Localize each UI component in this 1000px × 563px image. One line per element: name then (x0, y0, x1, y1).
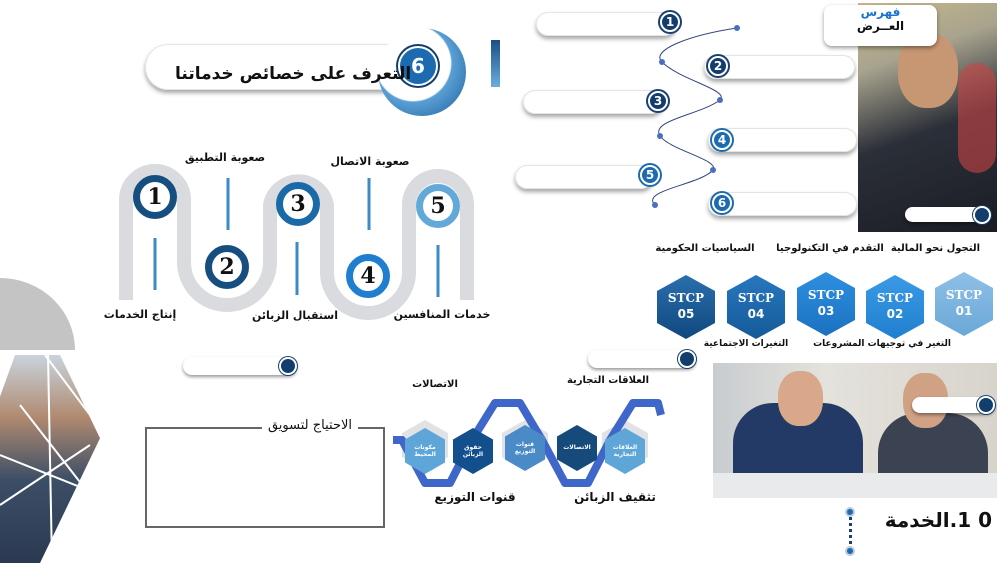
step-1: 1 (133, 175, 177, 219)
stcp-prefix: STCP (667, 291, 705, 306)
chain-hex-communications: الاتصالات (557, 425, 597, 471)
label-communication-difficulty: صعوبة الاتصال (330, 155, 410, 168)
slider-knob[interactable] (975, 207, 989, 222)
stcp-number: 02 (886, 307, 904, 321)
slider-knob[interactable] (680, 352, 694, 366)
stcp-top-label-2: التقدم في التكنولوجيا (776, 243, 884, 254)
step-3: 3 (276, 182, 320, 226)
label-application-difficulty: صعوبة التطبيق (184, 151, 266, 164)
stcp-prefix: STCP (876, 291, 914, 306)
index-number-1: 1 (660, 12, 680, 32)
marketing-title: الاحتياج لتسويق (261, 418, 359, 433)
title-pill (145, 44, 415, 90)
stcp-number: 05 (677, 307, 695, 321)
photo-slider[interactable] (905, 207, 991, 222)
stcp-number: 01 (955, 304, 973, 318)
chain-hex-trade-relations: العلاقات التجارية (605, 428, 645, 474)
business-meeting-photo (713, 363, 997, 498)
chain-top-label-2: العلاقات التجارية (566, 375, 650, 386)
chain-bottom-label-2: تثقيف الزبائن (574, 490, 656, 504)
label-service-production: إنتاج الخدمات (103, 308, 177, 321)
index-item-1[interactable] (536, 12, 676, 36)
index-subheading: العــرض (856, 19, 905, 33)
service-title: 0 1.الخدمة (884, 508, 992, 532)
index-item-2[interactable] (704, 55, 855, 79)
dotted-divider (849, 512, 852, 550)
step-5: 5 (416, 184, 460, 228)
marketing-box (145, 427, 385, 528)
index-item-4[interactable] (708, 128, 857, 152)
index-heading: فهرس (860, 5, 901, 19)
index-number-3: 3 (648, 91, 668, 111)
title-number: 6 (398, 46, 438, 86)
page-title: التعرف على خصائص خدماتنا (175, 64, 412, 84)
presenter-photo (858, 3, 997, 232)
index-label-box: فهرس العــرض (824, 5, 937, 46)
index-number-2: 2 (708, 56, 728, 76)
chain-top-label-1: الاتصالات (412, 379, 458, 390)
stcp-prefix: STCP (737, 291, 775, 306)
stcp-bottom-label-1: التغير في توجيهات المشروعات (813, 339, 951, 349)
stcp-top-label-3: السياسيات الحكومية (655, 243, 755, 254)
index-number-5: 5 (640, 165, 660, 185)
index-item-5[interactable] (515, 165, 653, 189)
label-competitor-services: خدمات المنافسين (393, 308, 491, 321)
slider-knob[interactable] (281, 359, 295, 373)
stcp-number: 03 (817, 304, 835, 318)
mid-slider[interactable] (588, 350, 696, 368)
stcp-bottom-label-2: التغيرات الاجتماعية (703, 339, 789, 349)
index-number-4: 4 (712, 130, 732, 150)
divider-dot-top (845, 507, 855, 517)
stcp-number: 04 (747, 307, 765, 321)
title-bar (491, 40, 500, 87)
chain-bottom-label-1: قنوات التوزيع (434, 490, 516, 504)
index-number-6: 6 (712, 193, 732, 213)
index-item-6[interactable] (708, 192, 857, 216)
left-slider[interactable] (183, 357, 297, 375)
step-4: 4 (346, 254, 390, 298)
slider-knob[interactable] (979, 398, 993, 412)
index-item-3[interactable] (523, 90, 663, 114)
stcp-prefix: STCP (945, 288, 983, 303)
label-customer-reception: استقبال الزبائن (251, 309, 339, 322)
step-2: 2 (205, 245, 249, 289)
stcp-prefix: STCP (807, 288, 845, 303)
stcp-top-label-1: التجول نحو المالية (890, 243, 980, 254)
divider-dot-bottom (845, 546, 855, 556)
photo-caption-slider[interactable] (912, 397, 995, 413)
